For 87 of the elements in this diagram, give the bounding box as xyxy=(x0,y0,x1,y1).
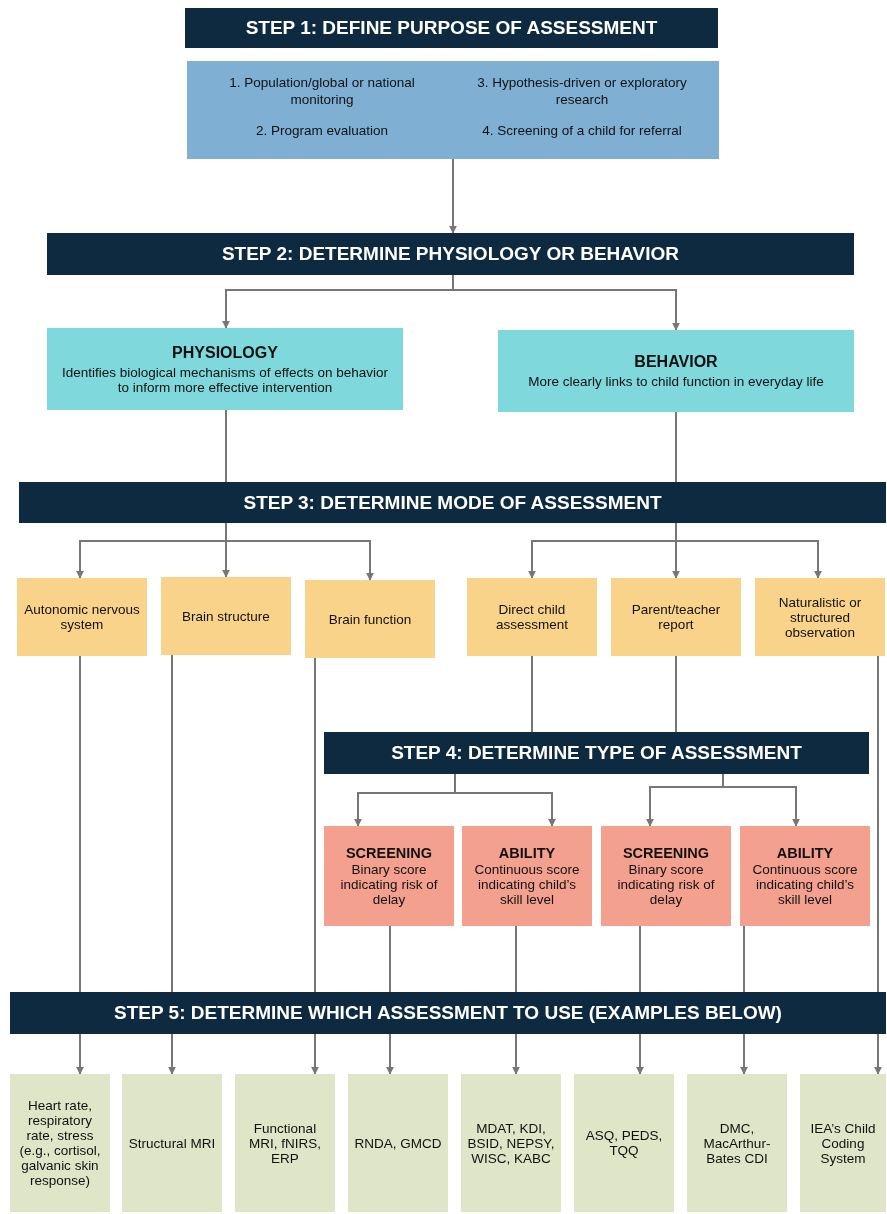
purpose-item: 4. Screening of a child for referral xyxy=(481,123,683,140)
step-heading: STEP 2: DETERMINE PHYSIOLOGY OR BEHAVIOR xyxy=(221,243,680,265)
box-description: RNDA, GMCD xyxy=(354,1135,442,1151)
connector-line xyxy=(675,655,677,733)
connector-line xyxy=(639,925,641,993)
box-description: Direct child assessment xyxy=(495,602,569,632)
mode-box xyxy=(467,578,597,656)
step-heading: STEP 4: DETERMINE TYPE OF ASSESSMENT xyxy=(391,742,802,764)
arrow xyxy=(386,1033,394,1075)
box-heading: SCREENING xyxy=(622,845,710,861)
box-heading: ABILITY xyxy=(776,845,834,861)
box-description: Continuous score indicating child’s skill level xyxy=(751,862,859,907)
box-description: Naturalistic or structured observation xyxy=(777,594,863,640)
arrow xyxy=(225,522,374,581)
box-heading: BEHAVIOR xyxy=(634,353,718,371)
box-description: More clearly links to child function in everyday life xyxy=(528,374,824,389)
connector-line xyxy=(743,925,745,993)
box-description: Structural MRI xyxy=(128,1135,216,1151)
connector-line xyxy=(877,655,879,993)
arrow xyxy=(168,1033,176,1075)
connector-line xyxy=(675,411,677,483)
example-box xyxy=(10,1074,110,1212)
arrow xyxy=(740,1033,748,1075)
step-heading: STEP 3: DETERMINE MODE OF ASSESSMENT xyxy=(243,491,662,514)
mode-box xyxy=(611,578,741,656)
type-box xyxy=(462,826,592,926)
example-box xyxy=(235,1074,335,1212)
arrow xyxy=(311,1033,319,1075)
box-description: Binary score indicating risk of delay xyxy=(616,862,716,907)
arrow xyxy=(452,274,680,331)
example-box xyxy=(348,1074,448,1212)
box-description: Brain structure xyxy=(182,608,270,624)
box-description: Heart rate, respiratory rate, stress (e.g., cortisol, galvanic skin response) xyxy=(18,1098,102,1188)
connector-line xyxy=(531,655,533,733)
mode-box xyxy=(161,577,291,655)
box-description: ASQ, PEDS, TQQ xyxy=(584,1128,664,1158)
connector-line xyxy=(515,925,517,993)
step-heading: STEP 5: DETERMINE WHICH ASSESSMENT TO USE (EXAMPLES BELOW) xyxy=(114,1002,782,1024)
box-description: Binary score indicating risk of delay xyxy=(339,862,439,907)
mode-box xyxy=(305,580,435,658)
example-box xyxy=(122,1074,222,1212)
connector-line xyxy=(314,657,316,993)
mode-box xyxy=(755,578,885,656)
purpose-item: 2. Program evaluation xyxy=(254,123,390,140)
box-description: DMC, MacArthur-Bates CDI xyxy=(702,1120,772,1166)
box-description: IEA’s Child Coding System xyxy=(809,1120,877,1166)
box-heading: SCREENING xyxy=(345,845,433,861)
box-description: Continuous score indicating child’s skill level xyxy=(473,862,581,907)
example-box xyxy=(800,1074,886,1212)
box-heading: PHYSIOLOGY xyxy=(172,343,278,362)
purpose-box xyxy=(187,61,719,159)
box-description: Autonomic nervous system xyxy=(23,602,141,632)
type-box xyxy=(601,826,731,926)
box-description: Identifies biological mechanisms of effects on behavior to inform more effective intervention xyxy=(60,364,390,395)
category-box xyxy=(498,330,854,412)
mode-box xyxy=(17,578,147,656)
connector-line xyxy=(79,655,81,993)
step-heading-bar xyxy=(10,992,886,1034)
step-heading-bar xyxy=(47,233,854,275)
step-heading: STEP 1: DEFINE PURPOSE OF ASSESSMENT xyxy=(245,17,658,39)
type-box xyxy=(740,826,870,926)
type-box xyxy=(324,826,454,926)
arrow xyxy=(722,773,800,827)
box-description: MDAT, KDI, BSID, NEPSY, WISC, KABC xyxy=(466,1120,556,1166)
arrow xyxy=(454,773,556,827)
arrow xyxy=(512,1033,520,1075)
step-heading-bar xyxy=(185,8,718,48)
example-box xyxy=(461,1074,561,1212)
arrow xyxy=(675,522,822,579)
step-heading-bar xyxy=(324,732,869,774)
arrow xyxy=(636,1033,644,1075)
box-heading: ABILITY xyxy=(498,845,556,861)
connector-line xyxy=(225,409,227,483)
category-box xyxy=(47,328,403,410)
box-description: Functional MRI, fNIRS, ERP xyxy=(248,1120,322,1166)
example-box xyxy=(687,1074,787,1212)
example-box xyxy=(574,1074,674,1212)
step-heading-bar xyxy=(19,482,886,523)
arrow xyxy=(76,1033,84,1075)
box-description: Parent/teacher report xyxy=(630,602,722,632)
connector-line xyxy=(389,925,391,993)
arrow xyxy=(874,1033,882,1075)
box-description: Brain function xyxy=(328,611,412,627)
purpose-item: 1. Population/global or national monitoring xyxy=(228,75,416,109)
arrow xyxy=(449,158,457,234)
purpose-item: 3. Hypothesis-driven or exploratory research xyxy=(476,75,688,109)
connector-line xyxy=(171,654,173,993)
